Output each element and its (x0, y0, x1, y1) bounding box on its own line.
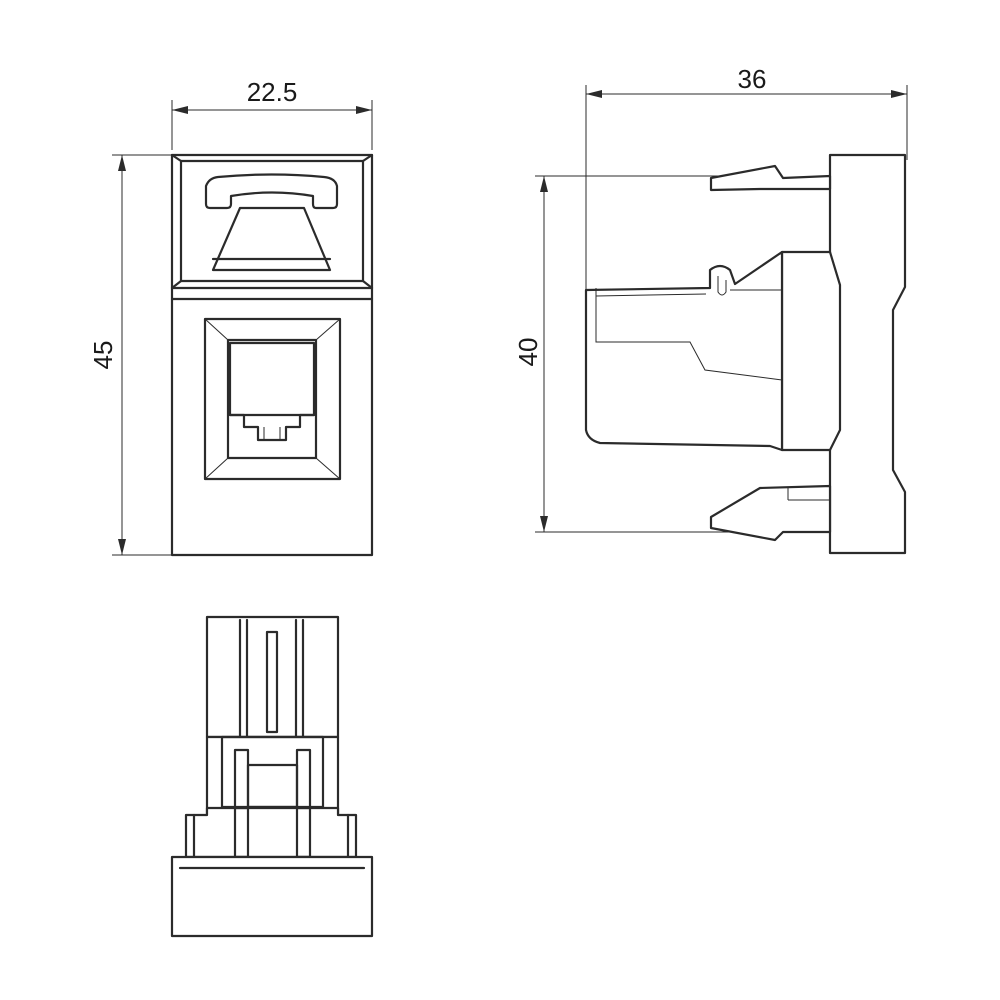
side-height-label: 40 (513, 338, 543, 367)
bottom-upper-body (205, 615, 340, 739)
side-width-dimension: 36 (585, 64, 908, 290)
rj-latch-notch (228, 413, 316, 442)
bottom-shoulder (184, 806, 358, 859)
side-front-plate (828, 153, 907, 555)
bottom-base-plate (170, 855, 374, 938)
bottom-view (170, 615, 374, 938)
front-view: 22.5 45 (88, 77, 374, 557)
front-height-label: 45 (88, 341, 118, 370)
upper-clip (709, 164, 832, 192)
side-width-label: 36 (738, 64, 767, 94)
rj-port-opening (228, 341, 316, 417)
rj-socket (203, 317, 342, 481)
lower-clip (709, 484, 832, 542)
telephone-icon (204, 173, 339, 272)
front-width-dimension: 22.5 (171, 77, 373, 150)
side-view: 36 40 (513, 64, 908, 555)
front-width-label: 22.5 (247, 77, 298, 107)
side-housing (584, 250, 784, 452)
front-height-dimension: 45 (88, 154, 172, 556)
label-frame (179, 159, 365, 283)
side-height-dimension: 40 (513, 175, 760, 533)
